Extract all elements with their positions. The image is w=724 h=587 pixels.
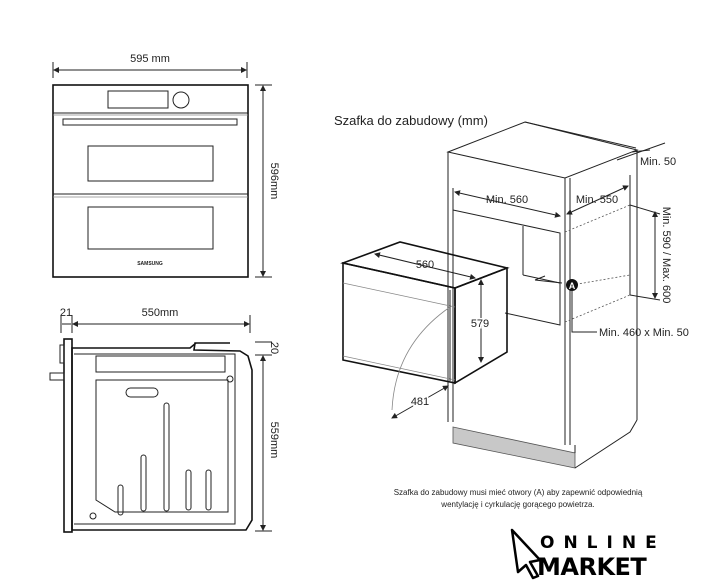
front-width-label: 595 mm: [130, 53, 170, 65]
min-back-gap-label: Min. 50: [640, 156, 676, 168]
side-depth-label: 550mm: [142, 307, 179, 319]
online-market-logo: ONLINE MARKET: [510, 528, 666, 581]
control-knob: [172, 91, 190, 109]
oven-height-label: 579: [471, 318, 489, 330]
oven-width-label: 560: [416, 259, 434, 271]
oven-box: 560 579 481: [340, 241, 510, 419]
vents: [95, 355, 226, 373]
top-gap-label: 20: [268, 342, 280, 354]
door-swing-label: 481: [411, 396, 429, 408]
oven-front-face: [342, 262, 456, 384]
knob-side: [49, 372, 65, 381]
vent-marker-label: A: [569, 281, 576, 291]
brand-logo: SAMSUNG: [137, 261, 163, 267]
height-range-label: Min. 590 / Max. 600: [660, 207, 672, 304]
vent-marker: [566, 279, 578, 291]
oven-door-side: [63, 338, 73, 533]
note-line-2: wentylację i cyrkulację gorącego powietr…: [440, 500, 594, 509]
note-line-1: Szafka do zabudowy musi mieć otwory (A) …: [394, 488, 643, 497]
logo-line-1: ONLINE: [540, 533, 666, 553]
min-width-label: Min. 560: [486, 194, 528, 206]
cabinet-plinth: [452, 426, 576, 469]
door-handle: [62, 118, 238, 126]
cabinet-top: [446, 121, 639, 179]
cursor-icon: [510, 528, 542, 580]
upper-window: [87, 145, 214, 182]
front-height-label: 596mm: [268, 163, 280, 200]
vent-size-label: Min. 460 x Min. 50: [599, 327, 689, 339]
side-view: 21 550mm 20 559mm: [49, 307, 280, 533]
side-height-label: 559mm: [268, 422, 280, 459]
logo-line-2: MARKET: [537, 553, 647, 581]
lower-window: [87, 206, 214, 250]
door-thickness-label: 21: [60, 307, 72, 319]
min-depth-label: Min. 550: [576, 194, 618, 206]
display-panel: [107, 90, 169, 109]
oven-front: [52, 84, 249, 278]
cabinet-title: Szafka do zabudowy (mm): [334, 113, 488, 128]
front-view: 595 mm SAMSUNG 596mm: [52, 53, 280, 278]
cabinet-diagram: Szafka do zabudowy (mm) Min. 560 Min. 55…: [334, 113, 689, 469]
